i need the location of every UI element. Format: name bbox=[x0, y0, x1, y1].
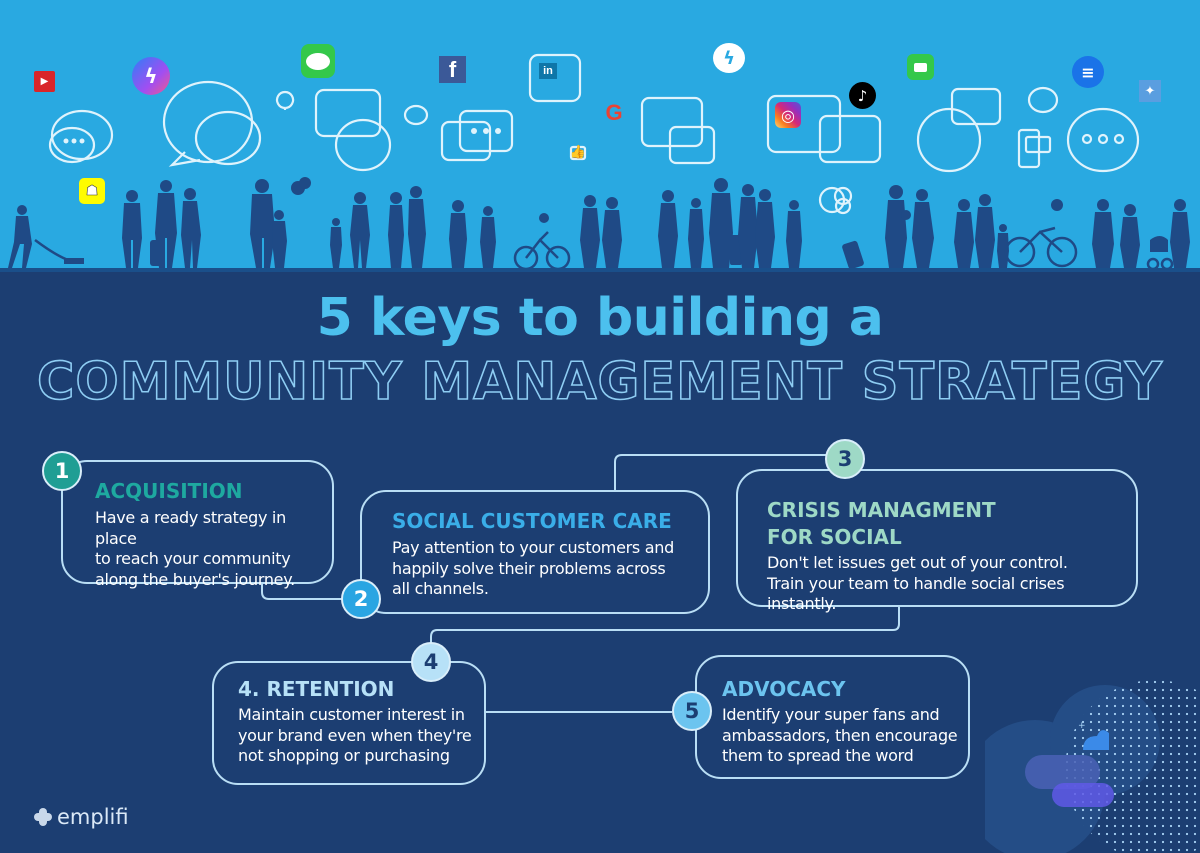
tiktok-icon: ♪ bbox=[849, 82, 876, 109]
brand-name: emplifi bbox=[57, 805, 129, 829]
hero-banner: ▶ ϟ f in G ϟ ◎ ♪ ≡ ✦ ☗ 👍 bbox=[0, 0, 1200, 272]
step-card-social-customer-care: SOCIAL CUSTOMER CARE Pay attention to yo… bbox=[360, 490, 710, 614]
brand-logo: emplifi bbox=[34, 805, 129, 829]
step-description: Pay attention to your customers and happ… bbox=[392, 538, 674, 598]
step-badge-3: 3 bbox=[825, 439, 865, 479]
step-title: ACQUISITION bbox=[95, 479, 243, 503]
like-icon: 👍 bbox=[569, 144, 587, 160]
step-description: Don't let issues get out of your control… bbox=[767, 553, 1068, 613]
step-description: Have a ready strategy in place to reach … bbox=[95, 508, 295, 589]
step-badge-1: 1 bbox=[42, 451, 82, 491]
google-icon: G bbox=[605, 100, 623, 125]
instagram-icon: ◎ bbox=[775, 102, 801, 128]
step-title: CRISIS MANAGMENT FOR SOCIAL bbox=[767, 498, 996, 549]
step-description: Maintain customer interest in your brand… bbox=[238, 705, 472, 765]
step-card-retention: 4. RETENTION Maintain customer interest … bbox=[212, 661, 486, 785]
svg-text:+: + bbox=[1078, 721, 1086, 731]
ground-line bbox=[0, 268, 1200, 272]
youtube-icon: ▶ bbox=[34, 71, 55, 92]
imessage-icon bbox=[301, 44, 335, 78]
step-card-advocacy: ADVOCACY Identify your super fans and am… bbox=[695, 655, 970, 779]
emplifi-logo-icon bbox=[34, 808, 52, 826]
facetime-icon bbox=[907, 54, 934, 80]
step-card-acquisition: ACQUISITION Have a ready strategy in pla… bbox=[61, 460, 334, 589]
step-title: SOCIAL CUSTOMER CARE bbox=[392, 509, 672, 533]
google-messages-icon: ≡ bbox=[1072, 56, 1104, 88]
messenger-icon: ϟ bbox=[132, 57, 170, 95]
decorative-cloud-graphic: + bbox=[985, 680, 1200, 853]
twitter-icon: ✦ bbox=[1139, 80, 1161, 102]
step-title: 4. RETENTION bbox=[238, 677, 395, 701]
step-badge-4: 4 bbox=[411, 642, 451, 682]
step-badge-5: 5 bbox=[672, 691, 712, 731]
step-title: ADVOCACY bbox=[722, 677, 846, 701]
page-title: 5 keys to building a bbox=[316, 288, 884, 348]
messenger-white-icon: ϟ bbox=[713, 43, 745, 73]
snapchat-icon: ☗ bbox=[79, 178, 105, 204]
facebook-icon: f bbox=[439, 56, 466, 83]
step-badge-2: 2 bbox=[341, 579, 381, 619]
linkedin-icon: in bbox=[539, 63, 557, 79]
page-subtitle: COMMUNITY MANAGEMENT STRATEGY bbox=[36, 351, 1163, 413]
step-card-crisis-management: CRISIS MANAGMENT FOR SOCIAL Don't let is… bbox=[736, 469, 1138, 613]
step-description: Identify your super fans and ambassadors… bbox=[722, 705, 958, 765]
chat-bubbles-illustration bbox=[0, 53, 1200, 272]
